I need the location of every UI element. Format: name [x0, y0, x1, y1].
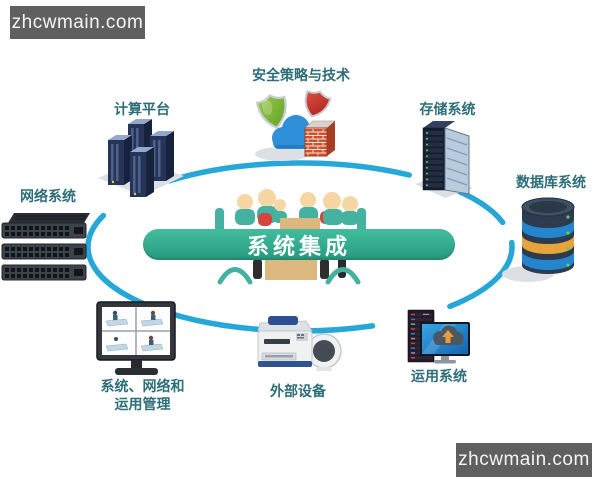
center-pill: 系统集成 [143, 229, 455, 260]
node-computing: 计算平台 [92, 98, 192, 208]
node-security: 安全策略与技术 [226, 64, 376, 164]
storage-label: 存储系统 [419, 101, 476, 117]
red-shield-icon [304, 89, 332, 118]
management-monitor-icon [96, 301, 176, 375]
switch-unit [1, 243, 87, 260]
watermark-top-left: zhcwmain.com [10, 6, 145, 39]
node-external: 外部设备 [248, 313, 348, 405]
switch-unit [1, 264, 87, 281]
security-icon [255, 89, 337, 161]
network-switches-icon [1, 213, 90, 281]
cloud-monitor [420, 322, 470, 364]
storage-rack-icon [415, 121, 473, 198]
node-management: 系统、网络和 运用管理 [85, 298, 200, 416]
watermark-text: zhcwmain.com [458, 449, 590, 470]
node-application: 运用系统 [398, 306, 483, 390]
external-label: 外部设备 [270, 383, 326, 399]
security-label: 安全策略与技术 [252, 67, 350, 83]
application-label: 运用系统 [411, 368, 467, 384]
printer-icon [257, 316, 342, 371]
node-network: 网络系统 [0, 185, 95, 283]
node-storage: 存储系统 [405, 98, 490, 206]
green-shield-icon [255, 94, 287, 130]
database-icon [502, 197, 575, 282]
rack-open-door [444, 127, 470, 195]
shadow [255, 147, 309, 161]
management-label-line1: 系统、网络和 [100, 378, 185, 394]
switch-unit [1, 213, 90, 239]
quad-panes [105, 310, 164, 352]
node-database: 数据库系统 [498, 173, 598, 287]
computing-label: 计算平台 [114, 101, 170, 117]
rack-rows [425, 131, 443, 188]
network-label: 网络系统 [20, 188, 76, 204]
server-towers [108, 119, 174, 197]
firewall-icon [303, 120, 337, 157]
watermark-bottom-right: zhcwmain.com [456, 443, 592, 477]
upload-arrow [442, 330, 454, 343]
computing-platform-icon [98, 119, 184, 197]
database-label: 数据库系统 [516, 174, 586, 190]
management-label-line2: 运用管理 [114, 396, 171, 412]
watermark-text: zhcwmain.com [11, 11, 144, 33]
application-servers-icon [407, 309, 470, 364]
center-pill-label: 系统集成 [246, 233, 351, 259]
